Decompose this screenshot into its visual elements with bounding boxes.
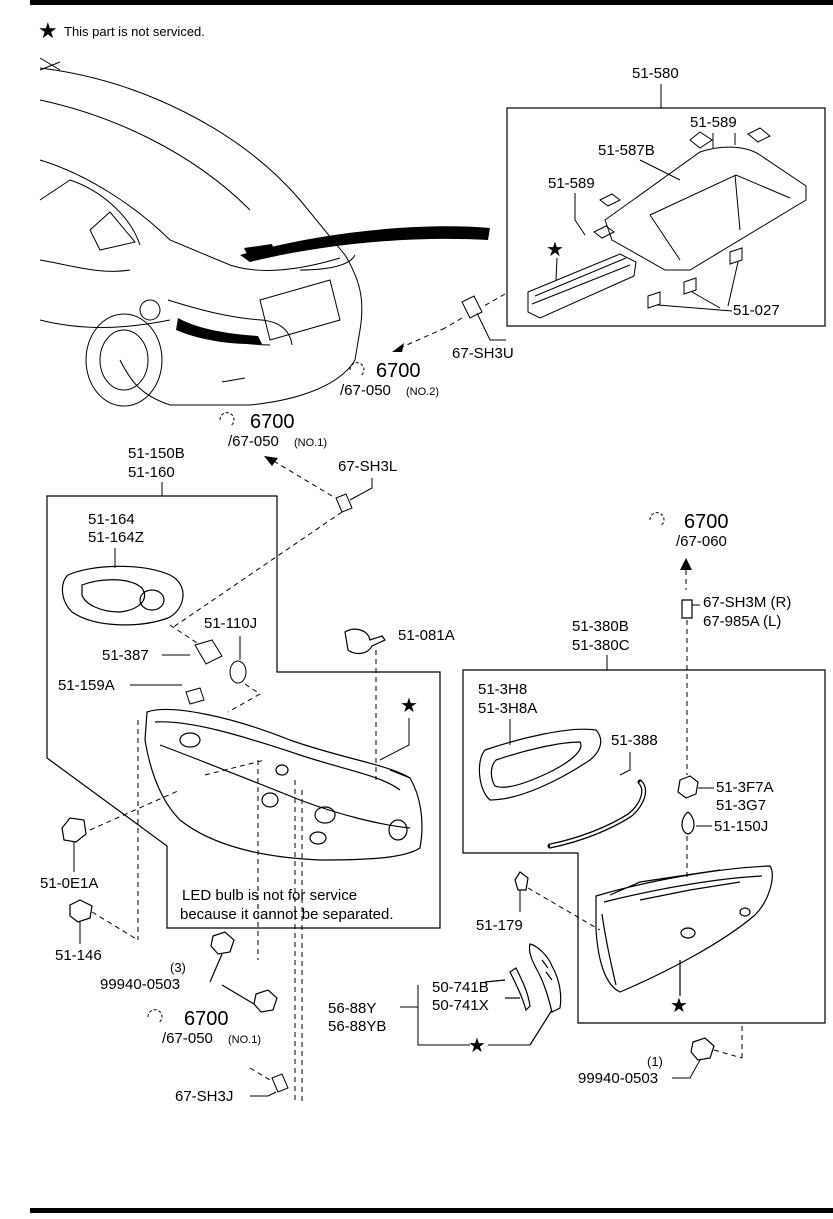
arrow-head-67-060 bbox=[680, 558, 692, 570]
callout-51-179: 51-179 bbox=[476, 917, 523, 934]
torque-icon-d bbox=[649, 512, 665, 527]
torque-c-value: 6700 bbox=[184, 1008, 229, 1030]
callout-51-110J: 51-110J bbox=[204, 615, 257, 632]
callout-51-3H8: 51-3H8 bbox=[478, 681, 527, 698]
clip-51-179 bbox=[514, 871, 529, 891]
trunk-lamp bbox=[595, 865, 773, 996]
right-lamp-box bbox=[462, 669, 826, 1024]
gasket-51-3H8 bbox=[478, 728, 602, 801]
clip-51-081A bbox=[344, 628, 386, 655]
callout-51-150J: 51-150J bbox=[714, 818, 768, 835]
callout-50-741B: 50-741B bbox=[432, 979, 489, 996]
connector-67-SH3J bbox=[249, 1067, 289, 1097]
vehicle-illustration bbox=[39, 57, 363, 407]
callout-99940-0503-a: 99940-0503 bbox=[100, 976, 180, 993]
callout-56-88YB: 56-88YB bbox=[328, 1018, 386, 1035]
bulb-51-150J bbox=[681, 811, 695, 835]
connector-67-SH3L bbox=[171, 459, 373, 629]
callout-51-580: 51-580 bbox=[632, 65, 679, 82]
callout-51-3H8A: 51-3H8A bbox=[478, 700, 537, 717]
qty-1: (1) bbox=[647, 1054, 663, 1069]
high-mount-lamp-parts bbox=[527, 127, 807, 319]
torque-c-no: (NO.1) bbox=[228, 1034, 261, 1046]
torque-d-value: 6700 bbox=[684, 511, 729, 533]
connector-67-SH3M bbox=[681, 599, 693, 619]
callout-56-88Y: 56-88Y bbox=[328, 1000, 376, 1017]
clip-51-0E1A bbox=[61, 817, 87, 843]
callout-51-164: 51-164 bbox=[88, 511, 135, 528]
torque-icon-b bbox=[219, 412, 235, 427]
torque-icon-c bbox=[147, 1009, 163, 1024]
socket-and-bulb bbox=[130, 624, 261, 713]
callout-67-SH3J: 67-SH3J bbox=[175, 1088, 233, 1105]
callout-51-164Z: 51-164Z bbox=[88, 529, 144, 546]
callout-51-589-top: 51-589 bbox=[690, 114, 737, 131]
callout-51-3G7: 51-3G7 bbox=[716, 797, 766, 814]
callout-51-0E1A: 51-0E1A bbox=[40, 875, 98, 892]
torque-a-value: 6700 bbox=[376, 360, 421, 382]
arrow-head-67-SH3L bbox=[264, 456, 278, 466]
callout-99940-0503-b: 99940-0503 bbox=[578, 1070, 658, 1087]
callout-51-387: 51-387 bbox=[102, 647, 149, 664]
left-combination-lamp bbox=[144, 708, 423, 861]
callout-51-3F7A: 51-3F7A bbox=[716, 779, 774, 796]
callout-67-985A: 67-985A (L) bbox=[703, 613, 781, 630]
nuts-99940-0503-set bbox=[209, 931, 278, 1013]
callout-51-388: 51-388 bbox=[611, 732, 658, 749]
callout-67-SH3U: 67-SH3U bbox=[452, 345, 514, 362]
torque-a-no: (NO.2) bbox=[406, 386, 439, 398]
left-lamp-box bbox=[46, 495, 441, 929]
top-border bbox=[30, 0, 833, 5]
qty-3: (3) bbox=[170, 960, 186, 975]
torque-b-ref: /67-050 bbox=[228, 433, 279, 450]
bottom-border bbox=[30, 1208, 833, 1213]
led-note-line2: because it cannot be separated. bbox=[180, 906, 394, 923]
car-rear-window-accent bbox=[240, 226, 490, 262]
led-note-line1: LED bulb is not for service bbox=[182, 887, 357, 904]
star-icon-garnish: ★ bbox=[468, 1035, 486, 1057]
callout-51-380B: 51-380B bbox=[572, 618, 629, 635]
legend-text: This part is not serviced. bbox=[64, 24, 205, 39]
gasket-51-164 bbox=[61, 565, 184, 626]
garnish-parts bbox=[484, 943, 562, 1046]
callout-51-160: 51-160 bbox=[128, 464, 175, 481]
callout-50-741X: 50-741X bbox=[432, 997, 489, 1014]
arrow-head-67-SH3U bbox=[392, 343, 404, 352]
callout-51-380C: 51-380C bbox=[572, 637, 630, 654]
torque-icon-a bbox=[349, 362, 365, 377]
socket-51-3F7A bbox=[677, 775, 699, 799]
callout-67-SH3L: 67-SH3L bbox=[338, 458, 397, 475]
callout-51-081A: 51-081A bbox=[398, 627, 455, 644]
connector-67-SH3U bbox=[399, 293, 506, 349]
callout-51-587B: 51-587B bbox=[598, 142, 655, 159]
callout-51-027: 51-027 bbox=[733, 302, 780, 319]
car-tail-lamp-accent bbox=[176, 318, 262, 345]
car-spoiler-accent bbox=[244, 244, 276, 260]
legend-star-icon: ★ bbox=[38, 18, 58, 43]
callout-67-SH3M: 67-SH3M (R) bbox=[703, 594, 791, 611]
callout-51-589-left: 51-589 bbox=[548, 175, 595, 192]
high-mount-lamp-box bbox=[506, 107, 826, 327]
callout-51-159A: 51-159A bbox=[58, 677, 115, 694]
star-icon-trunk-lamp: ★ bbox=[670, 995, 688, 1017]
torque-d-ref: /67-060 bbox=[676, 533, 727, 550]
left-guide-lines bbox=[89, 720, 303, 1105]
torque-c-ref: /67-050 bbox=[162, 1030, 213, 1047]
callout-51-146: 51-146 bbox=[55, 947, 102, 964]
nut-99940-0503-b bbox=[690, 1037, 715, 1061]
torque-b-value: 6700 bbox=[250, 411, 295, 433]
grommet-51-146 bbox=[69, 899, 93, 923]
torque-a-ref: /67-050 bbox=[340, 382, 391, 399]
callout-51-150B: 51-150B bbox=[128, 445, 185, 462]
torque-b-no: (NO.1) bbox=[294, 437, 327, 449]
star-icon-left-lamp: ★ bbox=[400, 695, 418, 717]
star-icon-high-mount: ★ bbox=[546, 239, 564, 261]
